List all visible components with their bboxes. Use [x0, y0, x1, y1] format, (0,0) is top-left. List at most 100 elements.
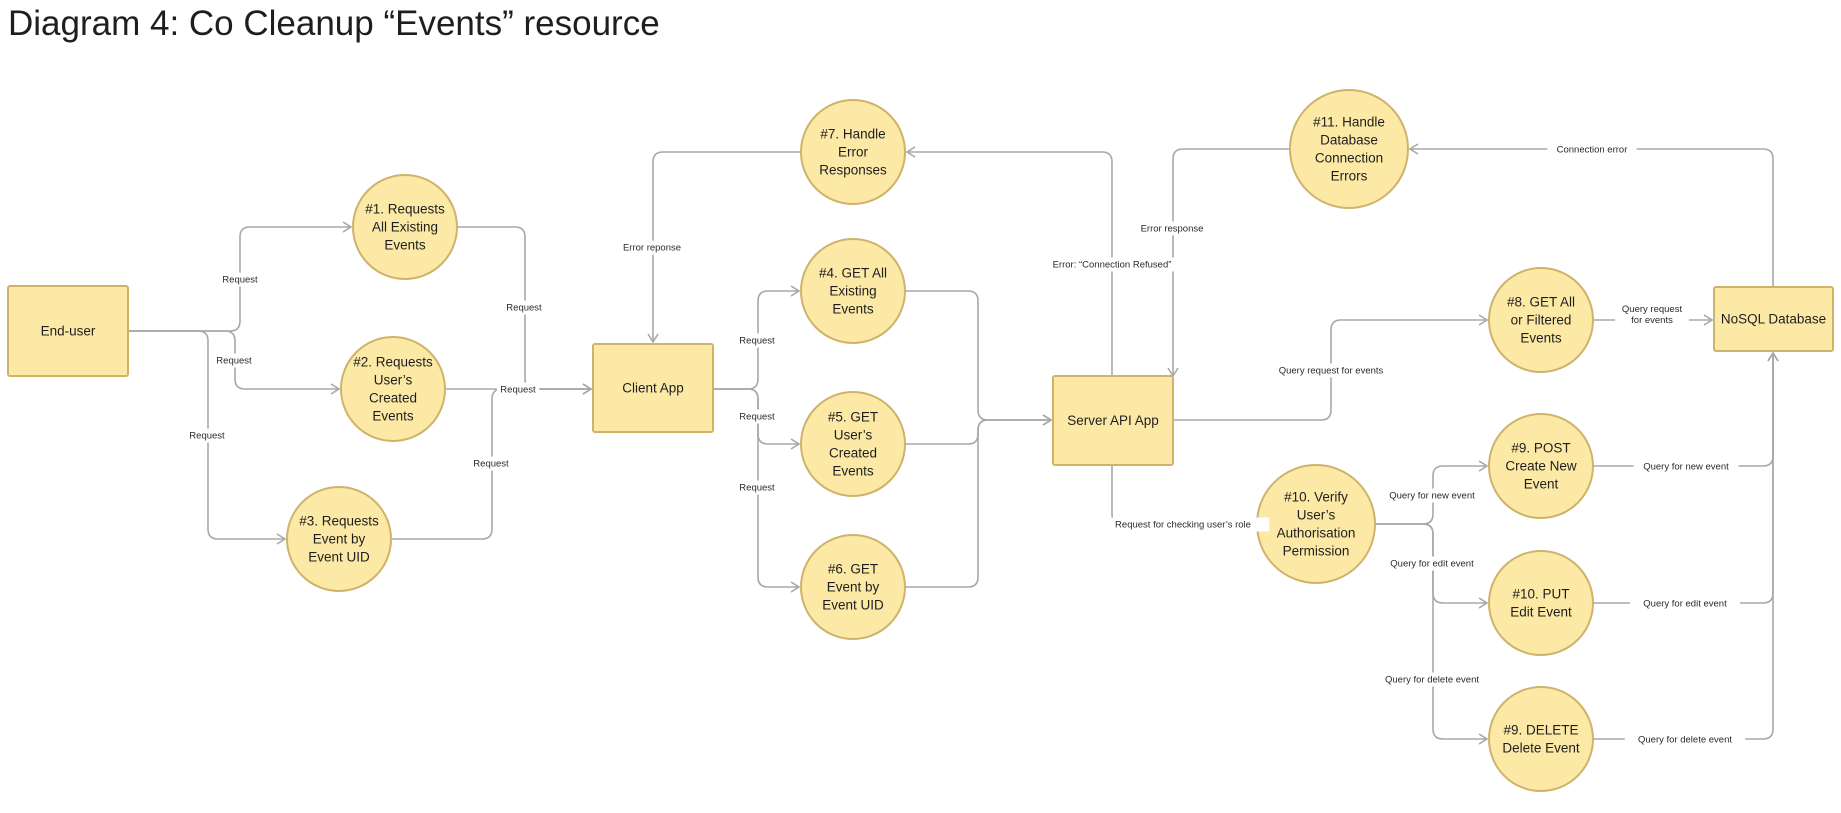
- edge-label-background: [185, 428, 229, 443]
- node-label-line: #10. Verify: [1284, 490, 1348, 505]
- edge-labels-layer: RequestRequestRequestRequestRequestReque…: [185, 142, 1746, 747]
- edge-label-text: Request: [739, 483, 775, 494]
- edge-label-n11-server: Error response: [1132, 221, 1212, 236]
- edge-label-text: Request: [506, 303, 542, 314]
- edge-arrow-put-db: [1593, 351, 1779, 604]
- edge-label-text: for events: [1631, 315, 1673, 326]
- page-title: Diagram 4: Co Cleanup “Events” resource: [8, 4, 660, 43]
- edge-label-user-n1: Request: [218, 272, 262, 287]
- node-client-app[interactable]: Client App: [592, 343, 714, 433]
- edge-label-text: Query request for events: [1279, 366, 1384, 377]
- edge-arrow-server-n10: [1111, 465, 1257, 530]
- edge-label-text: Query for delete event: [1385, 675, 1479, 686]
- edge-label-background: [735, 409, 779, 424]
- edge-label-n10-put: Query for edit event: [1377, 556, 1487, 571]
- edge-label-client-n6: Request: [735, 480, 779, 495]
- edge-label-db-n11: Connection error: [1547, 142, 1637, 157]
- edge-label-user-n3: Request: [185, 428, 229, 443]
- node-n9-delete[interactable]: #9. DELETE Delete Event: [1488, 686, 1594, 792]
- edge-label-background: [1377, 556, 1487, 571]
- edge-arrow-n7-client: [647, 151, 801, 344]
- edge-label-text: Request: [739, 412, 775, 423]
- node-label-line: #1. Requests: [365, 202, 445, 217]
- edge-label-client-n4: Request: [735, 333, 779, 348]
- process-box: [7, 285, 129, 377]
- node-label-line: #10. PUT: [1512, 587, 1569, 602]
- node-label-line: Delete Event: [1502, 741, 1580, 756]
- node-nosql-db[interactable]: NoSQL Database: [1713, 286, 1834, 352]
- edge-label-background: [1265, 363, 1397, 378]
- edge-arrow-post-db: [1593, 351, 1779, 467]
- edge-label-background: [1379, 488, 1485, 503]
- node-label-line: Created: [369, 391, 417, 406]
- node-label-line: Events: [372, 409, 414, 424]
- node-label-line: #9. DELETE: [1503, 723, 1578, 738]
- edge-label-background: [1096, 517, 1270, 532]
- edge-label-text: Query for new event: [1643, 462, 1729, 473]
- node-label-line: Existing: [829, 284, 876, 299]
- edge-label-text: Request: [739, 336, 775, 347]
- node-label-line: Events: [832, 302, 874, 317]
- node-label-line: Event by: [313, 532, 366, 547]
- process-circle: [800, 99, 906, 205]
- node-label-line: Create New: [1505, 459, 1577, 474]
- edge-arrow-n11-server: [1167, 148, 1290, 378]
- edges-layer: [128, 143, 1779, 745]
- process-circle: [800, 238, 906, 344]
- edge-label-text: Request: [189, 431, 225, 442]
- edge-label-n10-post: Query for new event: [1379, 488, 1485, 503]
- edge-label-text: Connection error: [1557, 145, 1628, 156]
- node-label-line: Authorisation: [1277, 526, 1356, 541]
- node-label-line: #3. Requests: [299, 514, 379, 529]
- process-circle: [800, 391, 906, 497]
- edge-label-server-n10: Request for checking user’s role: [1096, 517, 1270, 532]
- process-box: [1052, 375, 1174, 466]
- process-circle: [800, 534, 906, 640]
- process-circle: [1289, 89, 1409, 209]
- edge-label-n2-client: Request: [496, 382, 540, 397]
- edge-label-background: [212, 353, 256, 368]
- edge-arrow-db-n11: [1408, 143, 1774, 287]
- edge-label-background: [469, 456, 513, 471]
- edge-label-text: Query for new event: [1389, 491, 1475, 502]
- edge-label-put-db: Query for edit event: [1630, 596, 1740, 611]
- node-label-line: Connection: [1315, 151, 1383, 166]
- node-label-line: #2. Requests: [353, 355, 433, 370]
- edge-label-text: Request for checking user’s role: [1115, 520, 1251, 531]
- node-label-line: #4. GET All: [819, 266, 887, 281]
- edge-label-text: Query for edit event: [1643, 599, 1727, 610]
- node-label-line: Server API App: [1067, 413, 1159, 428]
- edge-label-background: [735, 480, 779, 495]
- edge-label-background: [218, 272, 262, 287]
- node-label-line: #6. GET: [828, 562, 878, 577]
- node-server-api-app[interactable]: Server API App: [1052, 375, 1174, 466]
- edge-label-n7-client: Error reponse: [615, 240, 689, 255]
- node-end-user[interactable]: End-user: [7, 285, 129, 377]
- edge-label-n1-client: Request: [502, 300, 546, 315]
- edge-label-text: Query for delete event: [1638, 735, 1732, 746]
- node-label-line: User’s: [1297, 508, 1336, 523]
- edge-arrow-server-n7: [905, 146, 1113, 376]
- process-circle: [1488, 550, 1594, 656]
- node-label-line: User’s: [834, 428, 873, 443]
- edge-label-background: [1547, 142, 1637, 157]
- edge-label-text: Query request: [1622, 304, 1683, 315]
- edge-label-text: Request: [500, 385, 536, 396]
- node-label-line: Events: [832, 464, 874, 479]
- node-label-line: #9. POST: [1511, 441, 1570, 456]
- process-box: [592, 343, 714, 433]
- edge-arrow-n10-delete: [1375, 523, 1489, 745]
